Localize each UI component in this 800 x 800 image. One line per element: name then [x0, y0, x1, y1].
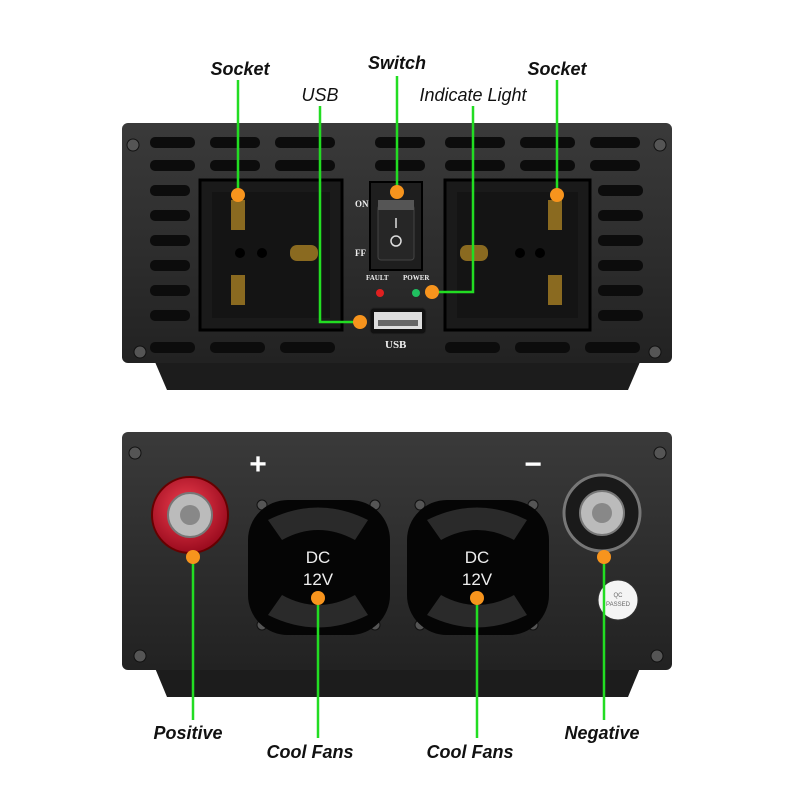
usb-marker [353, 315, 367, 329]
usb-port-label: USB [385, 339, 407, 351]
fan-left [248, 500, 390, 635]
socket-left-marker [231, 188, 245, 202]
fan-right-marker [470, 591, 484, 605]
back-panel: + − DC 12V DC 12V QC PASSED [122, 432, 672, 697]
negative-terminal [562, 473, 642, 553]
socket-right-marker [550, 188, 564, 202]
front-vents [150, 137, 643, 353]
fan-left-dc: DC [306, 548, 331, 567]
fan-left-marker [311, 591, 325, 605]
qc-sticker: QC PASSED [597, 579, 639, 621]
callout-usb: USB [301, 85, 338, 105]
switch-off-label: FF [355, 248, 366, 258]
callout-cool-fans-right: Cool Fans [426, 742, 513, 762]
minus-sign: − [524, 448, 542, 481]
power-led [412, 289, 420, 297]
callout-socket-right: Socket [527, 59, 587, 79]
socket-right [443, 178, 592, 332]
usb-port [369, 307, 427, 335]
fan-left-voltage: 12V [303, 570, 334, 589]
switch-marker [390, 185, 404, 199]
front-panel: ON FF FAULT POWER USB [122, 123, 672, 390]
plus-sign: + [249, 448, 267, 481]
fan-right-voltage: 12V [462, 570, 493, 589]
negative-marker [597, 550, 611, 564]
socket-left [198, 178, 344, 332]
switch-on-label: ON [355, 199, 369, 209]
leader-lines [191, 76, 606, 738]
callout-indicate-light: Indicate Light [419, 85, 527, 105]
positive-marker [186, 550, 200, 564]
front-feet [155, 362, 640, 390]
callout-cool-fans-left: Cool Fans [266, 742, 353, 762]
qc-text: QC [614, 593, 624, 599]
back-feet [155, 668, 640, 697]
positive-terminal [151, 476, 229, 554]
callout-socket-left: Socket [210, 59, 270, 79]
qc-passed-text: PASSED [606, 602, 631, 608]
callout-negative: Negative [564, 723, 639, 743]
marker-dots [186, 185, 611, 605]
front-screws [126, 138, 667, 359]
indicate-light-marker [425, 285, 439, 299]
callout-positive: Positive [153, 723, 222, 743]
power-label: POWER [403, 274, 430, 282]
callout-switch: Switch [368, 53, 426, 73]
fan-right-dc: DC [465, 548, 490, 567]
fault-led [376, 289, 384, 297]
fan-right [407, 500, 549, 635]
fault-label: FAULT [366, 274, 389, 282]
